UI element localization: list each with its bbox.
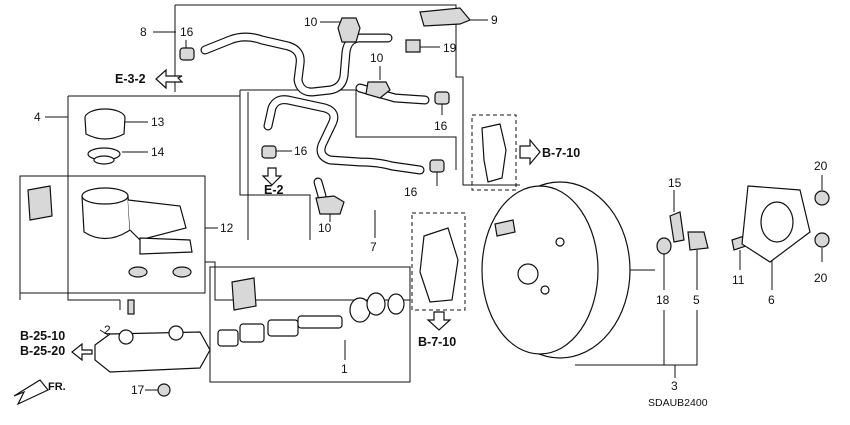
brake-booster: [481, 181, 830, 359]
hose-clips: [179, 7, 471, 215]
arrow-right-icon: [519, 138, 541, 166]
clamp-10-icon: [315, 195, 345, 215]
callout-11: 11: [732, 273, 745, 287]
master-cylinder: [94, 277, 405, 397]
callout-16: 16: [404, 185, 418, 199]
joint-5-icon: [687, 231, 709, 251]
clip-16-icon: [261, 145, 277, 159]
ref-e-3-2: E-3-2: [115, 72, 146, 86]
ref-b-25-10: B-25-10: [20, 329, 65, 343]
callout-labels: 8 16 10 9 19 10 16 4 13 14 16 16 12 10 7…: [34, 13, 828, 397]
callout-18: 18: [656, 293, 670, 307]
ref-e-2: E-2: [264, 183, 284, 197]
leader-lines: [45, 19, 823, 391]
arrow-down-icon: [261, 167, 283, 186]
clip-15-icon: [669, 211, 685, 243]
ref-b-7-10: B-7-10: [542, 146, 580, 160]
callout-5: 5: [693, 293, 700, 307]
callout-6: 6: [768, 293, 775, 307]
callout-10: 10: [318, 221, 332, 235]
arrow-down-icon: [426, 311, 452, 331]
callout-7: 7: [370, 240, 377, 254]
callout-9: 9: [491, 13, 498, 27]
callout-10: 10: [370, 51, 384, 65]
front-direction-label: FR.: [48, 381, 66, 393]
vacuum-hoses: [200, 32, 430, 201]
nut-20-icon: [814, 190, 830, 206]
clip-16-icon: [429, 159, 445, 173]
nut-17-icon: [157, 383, 171, 397]
pin-icon: [127, 299, 135, 315]
clip-16-icon: [179, 47, 195, 61]
piston-kit-1-icon: [217, 292, 405, 347]
callout-3: 3: [671, 379, 678, 393]
callout-10: 10: [304, 15, 318, 29]
front-direction-arrow-icon: [13, 379, 49, 406]
arrow-left-icon: [71, 342, 93, 362]
arrow-left-icon: [155, 68, 184, 90]
callout-17: 17: [131, 383, 145, 397]
callout-20: 20: [814, 271, 828, 285]
clip-16-icon: [434, 91, 450, 105]
label-icon: [27, 185, 53, 221]
reservoir-assembly: [27, 108, 193, 278]
ref-b-7-10: B-7-10: [418, 335, 456, 349]
callout-4: 4: [34, 110, 41, 124]
bracket-9-icon: [419, 7, 471, 27]
callout-16: 16: [434, 119, 448, 133]
callout-8: 8: [140, 25, 147, 39]
group-frames: [19, 4, 520, 383]
diagram-code: SDAUB2400: [648, 397, 708, 409]
nut-20-icon: [814, 232, 830, 248]
callout-15: 15: [668, 176, 682, 190]
reference-labels: E-3-2 E-2 B-7-10 B-7-10 B-25-10 B-25-20 …: [20, 72, 708, 409]
callout-12: 12: [220, 221, 234, 235]
bolt-19-icon: [405, 39, 421, 53]
callout-2: 2: [104, 323, 111, 337]
callout-20: 20: [814, 159, 828, 173]
clamp-10-icon: [337, 17, 361, 43]
cap-18-icon: [656, 237, 672, 255]
callout-13: 13: [151, 115, 165, 129]
callout-14: 14: [151, 145, 165, 159]
callout-19: 19: [443, 41, 457, 55]
grommet-icon: [128, 266, 148, 278]
reference-arrows: [13, 68, 541, 406]
callout-16: 16: [294, 144, 308, 158]
callout-1: 1: [341, 362, 348, 376]
grommet-icon: [172, 266, 192, 278]
callout-16: 16: [180, 25, 194, 39]
brackets: [419, 123, 507, 303]
ref-b-25-20: B-25-20: [20, 344, 65, 358]
label-icon: [231, 277, 257, 311]
clamp-10-icon: [365, 81, 391, 99]
